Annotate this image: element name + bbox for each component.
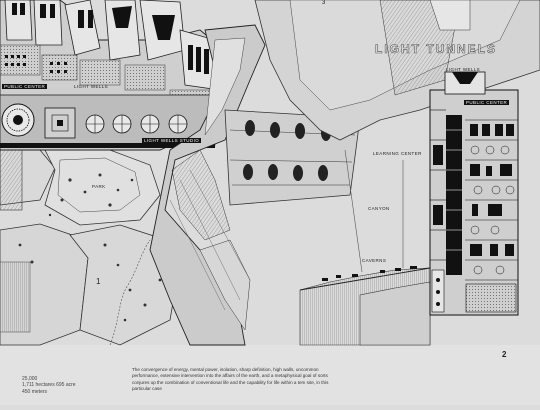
- label-light-tunnels: LIGHT TUNNELS: [375, 42, 497, 57]
- section-right: [299, 71, 519, 346]
- label-light-wells-strip: LIGHT WELLS STUDIO: [142, 138, 202, 143]
- label-light-wells-right: LIGHT WELLS: [446, 67, 481, 72]
- label-learning-center: LEARNING CENTER: [373, 151, 422, 156]
- stat-line-3: 450 meters: [22, 388, 48, 395]
- label-public-center-left: PUBLIC CENTER: [2, 84, 48, 89]
- label-canyon: CANYON: [368, 206, 390, 211]
- label-park: PARK: [92, 184, 106, 189]
- description-paragraph: The convergence of energy, mental power,…: [132, 367, 329, 392]
- figure-number-3: 3: [322, 0, 326, 6]
- site-plan-left: [0, 0, 231, 346]
- label-caverns: CAVERNS: [362, 258, 387, 263]
- wheel-icon: [1, 103, 35, 137]
- upper-terrain: [254, 0, 540, 141]
- stat-line-1: 25,000: [22, 376, 38, 382]
- stat-line-2: 1,711 hectares 695 acre: [22, 382, 76, 389]
- label-light-wells-left: LIGHT WELLS: [74, 84, 109, 89]
- cliff-massif: [149, 24, 266, 346]
- figure-number-2: 2: [502, 350, 507, 359]
- label-public-center-right: PUBLIC CENTER: [464, 100, 510, 105]
- site-statistics: 25,000 1,711 hectares 695 acre 450 meter…: [22, 376, 76, 395]
- figure-number-1: 1: [96, 277, 101, 286]
